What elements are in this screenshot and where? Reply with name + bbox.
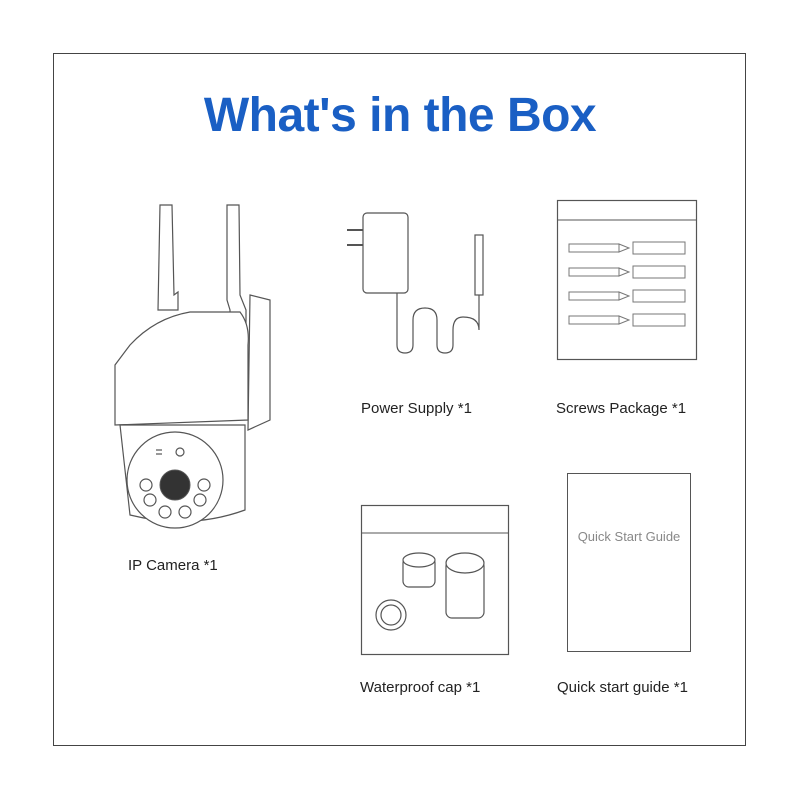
item-label: IP Camera xyxy=(128,557,200,574)
caption-screws-package: Screws Package *1 xyxy=(556,400,686,417)
item-label: Waterproof cap xyxy=(360,679,462,696)
item-qty: *1 xyxy=(203,557,218,574)
caption-power-supply: Power Supply *1 xyxy=(361,400,472,417)
guide-cover-text: Quick Start Guide xyxy=(577,529,681,544)
caption-ip-camera: IP Camera *1 xyxy=(128,557,218,574)
caption-waterproof-cap: Waterproof cap *1 xyxy=(360,679,480,696)
item-label: Screws Package xyxy=(556,400,668,417)
caption-quick-start-guide: Quick start guide *1 xyxy=(557,679,688,696)
item-qty: *1 xyxy=(671,400,687,417)
power-supply-illustration xyxy=(347,212,484,354)
quick-start-guide-illustration xyxy=(567,473,691,652)
content-frame xyxy=(53,53,746,746)
item-label: Quick start guide xyxy=(557,679,670,696)
item-qty: *1 xyxy=(466,679,481,696)
item-qty: *1 xyxy=(457,400,472,417)
page-title: What's in the Box xyxy=(203,89,597,142)
waterproof-cap-illustration xyxy=(360,504,510,656)
screws-package-illustration xyxy=(556,199,698,361)
ip-camera-illustration xyxy=(114,204,271,529)
item-qty: *1 xyxy=(673,679,688,696)
item-label: Power Supply xyxy=(361,400,454,417)
